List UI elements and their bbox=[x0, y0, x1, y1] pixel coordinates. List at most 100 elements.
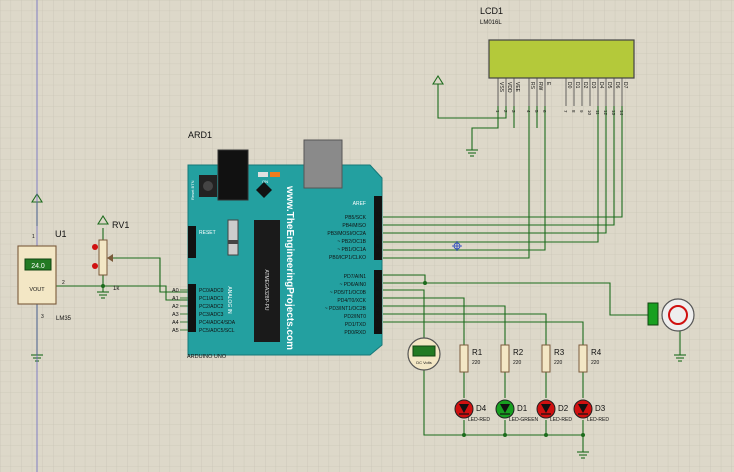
dc-motor[interactable] bbox=[647, 298, 695, 332]
aref-label: AREF bbox=[353, 201, 366, 207]
led-diode-symbol bbox=[500, 404, 510, 413]
digital-pin-number: 12 bbox=[376, 220, 382, 226]
lm35-sensor[interactable]: 24.0 VOUT U1 LM35 1 2 3 bbox=[17, 229, 72, 322]
resistor[interactable] bbox=[500, 344, 510, 373]
lcd-pin-name: RS bbox=[529, 82, 535, 90]
analog-pin-number: A5 bbox=[172, 328, 179, 334]
lcd-pin-name: VDD bbox=[506, 82, 512, 93]
analog-pin-number: A3 bbox=[172, 312, 179, 318]
led-diode-symbol bbox=[541, 404, 551, 413]
lcd-model: LM016L bbox=[480, 20, 502, 26]
analog-pin-number: A0 bbox=[172, 288, 179, 294]
lcd-pin-name: E bbox=[545, 82, 551, 86]
lcd-pin-number: 6 bbox=[542, 110, 547, 113]
led-ref: D2 bbox=[558, 404, 569, 413]
digital-pin-label: ~ PD3/INT1/OC2B bbox=[325, 306, 367, 312]
resistor[interactable] bbox=[541, 344, 551, 373]
potentiometer[interactable]: RV1 1k bbox=[92, 220, 129, 292]
power-arrow-icon bbox=[97, 214, 109, 225]
resistor-value: 220 bbox=[554, 360, 563, 366]
power-jack bbox=[217, 149, 249, 201]
digital-pin-label: PB0/ICP1/CLKO bbox=[329, 255, 366, 261]
diode bbox=[227, 219, 239, 256]
resistor[interactable] bbox=[578, 344, 588, 373]
lm35-pin3: 3 bbox=[41, 314, 44, 320]
pot-terminal bbox=[92, 244, 98, 250]
dc-voltmeter[interactable]: DC Volts bbox=[407, 337, 441, 371]
digital-pin-number: 3 bbox=[376, 303, 379, 309]
digital-pin-label: ~ PB1/OC1A bbox=[337, 247, 366, 253]
chip-label: ATMEGA328P-PU bbox=[263, 269, 269, 310]
led-ref: D4 bbox=[476, 404, 487, 413]
resistor[interactable] bbox=[459, 344, 469, 373]
analog-pin-label: PC5/ADC5/SCL bbox=[199, 328, 235, 334]
pot-body bbox=[98, 239, 108, 276]
digital-pin-number: 2 bbox=[376, 311, 379, 317]
ground-icon bbox=[466, 149, 478, 157]
lcd-pin-number: 4 bbox=[526, 110, 531, 113]
lcd-pin-number: 10 bbox=[587, 110, 592, 116]
digital-pin-label: PD4/T0/XCK bbox=[337, 298, 366, 304]
lcd-pin-name: D6 bbox=[614, 82, 620, 89]
digital-header-high bbox=[374, 196, 382, 260]
digital-pin-label: PB5/SCK bbox=[345, 215, 367, 221]
lcd-pin-number: 5 bbox=[534, 110, 539, 113]
reset-button-cap bbox=[203, 181, 213, 191]
digital-pin-label: PD1/TXD bbox=[345, 322, 367, 328]
lcd-display[interactable]: LCD1 LM016L VSS1VDD2VEE3RS4RW5E6D07D18D2… bbox=[480, 6, 635, 116]
ground-icon bbox=[97, 291, 109, 299]
lcd-pin-name: D5 bbox=[606, 82, 612, 89]
digital-pin-label: PD0/RXD bbox=[344, 330, 366, 336]
analog-pin-label: PC2/ADC2 bbox=[199, 304, 224, 310]
lcd-pin-name: D4 bbox=[598, 82, 604, 89]
on-led bbox=[258, 172, 268, 177]
resistor-ref: R4 bbox=[591, 348, 602, 357]
analog-pin-label: PC3/ADC3 bbox=[199, 312, 224, 318]
lcd-pin-name: VSS bbox=[498, 82, 504, 93]
on-label: ON bbox=[262, 179, 268, 184]
lcd-pin-number: 12 bbox=[603, 110, 608, 116]
lcd-pins: VSS1VDD2VEE3RS4RW5E6D07D18D29D310D411D51… bbox=[495, 78, 628, 116]
lm35-pin2: 2 bbox=[62, 280, 65, 286]
crystal bbox=[256, 182, 272, 198]
lcd-ref: LCD1 bbox=[480, 6, 503, 16]
analog-pin-label: PC0/ADC0 bbox=[199, 288, 224, 294]
led-type: LED-RED bbox=[550, 417, 572, 423]
resistor-ref: R3 bbox=[554, 348, 565, 357]
resistor-value: 220 bbox=[591, 360, 600, 366]
led-ref: D1 bbox=[517, 404, 528, 413]
brand-text: www.TheEngineeringProjects.com bbox=[284, 185, 295, 350]
digital-pin-label: ~ PD5/T1/OC0B bbox=[330, 290, 367, 296]
digital-pin-number: 7 bbox=[376, 271, 379, 277]
lcd-pin-number: 13 bbox=[611, 110, 616, 116]
lcd-pin-name: D7 bbox=[622, 82, 628, 89]
motor-terminal bbox=[647, 302, 659, 326]
digital-pin-number: 1 bbox=[376, 319, 379, 325]
arduino-ref: ARD1 bbox=[188, 130, 212, 140]
atmega-chip bbox=[254, 220, 280, 342]
lm35-pin1: 1 bbox=[32, 234, 35, 240]
lcd-screen bbox=[488, 39, 635, 79]
lm35-out-label: VOUT bbox=[29, 287, 45, 293]
lcd-pin-name: D1 bbox=[574, 82, 580, 89]
resistor-ref: R1 bbox=[472, 348, 483, 357]
analog-pin-number: A2 bbox=[172, 304, 179, 310]
lm35-ref: U1 bbox=[55, 229, 67, 239]
resistor-value: 220 bbox=[472, 360, 481, 366]
lcd-pin-name: D0 bbox=[566, 82, 572, 89]
lcd-pin-number: 3 bbox=[511, 110, 516, 113]
lcd-pin-number: 11 bbox=[595, 110, 600, 115]
led-type: LED-RED bbox=[587, 417, 609, 423]
digital-pin-label: PB4/MISO bbox=[342, 223, 366, 229]
arduino-board[interactable]: ARD1 ARDUINO UNO Reset BTN ON ATMEGA328P… bbox=[172, 130, 383, 360]
analog-pin-number: A1 bbox=[172, 296, 179, 302]
ground-icon bbox=[577, 451, 589, 459]
digital-pin-label: PB3/MOSI/OC2A bbox=[327, 231, 366, 237]
lm35-display bbox=[24, 258, 52, 271]
lcd-pin-number: 14 bbox=[619, 110, 624, 116]
wires bbox=[36, 84, 681, 452]
